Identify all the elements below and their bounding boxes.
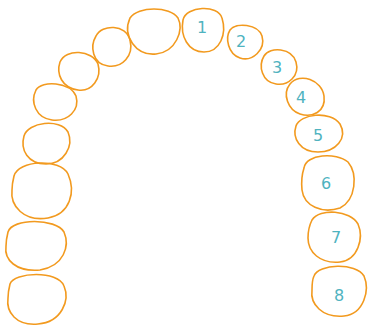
callout-number: 3 [272, 60, 282, 76]
callout-number: 6 [321, 176, 331, 192]
callout-number: 5 [313, 128, 323, 144]
callout-number: 2 [236, 34, 246, 50]
callout-number: 7 [331, 230, 341, 246]
callout-number: 1 [197, 20, 207, 36]
callout-number: 4 [296, 90, 306, 106]
callout-number: 8 [334, 288, 344, 304]
